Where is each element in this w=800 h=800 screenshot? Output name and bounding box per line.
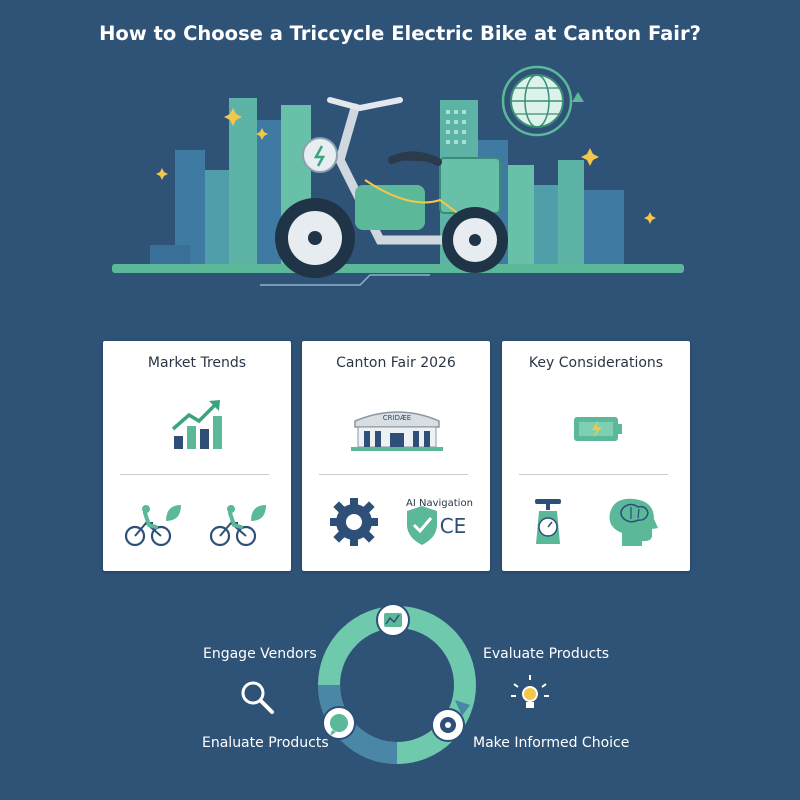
process-cycle [241, 603, 549, 764]
ai-navigation-label: AI Navigation [406, 498, 473, 509]
card-title: Key Considerations [528, 355, 664, 371]
growth-chart-icon [171, 400, 222, 449]
building-sign-text: CRIDÆE [383, 414, 411, 422]
battery-icon [574, 417, 622, 441]
electric-tricycle-icon [260, 97, 508, 286]
shield-check-icon [407, 506, 437, 545]
dashboard-icon [376, 603, 410, 637]
globe-icon [501, 65, 584, 137]
label-make-informed-choice: Make Informed Choice [473, 735, 630, 751]
sparkle-icon [156, 108, 656, 224]
card-divider [519, 474, 668, 475]
exhibition-hall-icon: CRIDÆE [351, 411, 443, 451]
label-enaluate-products: Enaluate Products [202, 735, 329, 751]
card-canton-fair: Canton Fair 2026 CRIDÆE [302, 341, 490, 571]
label-engage-vendors: Engage Vendors [203, 646, 317, 662]
chat-bubble-icon [322, 706, 356, 740]
card-divider [120, 474, 269, 475]
hero-illustration [112, 65, 684, 286]
gear-icon [330, 498, 378, 546]
cyclist-leaf-icon [209, 505, 266, 547]
lightbulb-icon [511, 675, 549, 708]
card-market-trends: Market Trends [103, 341, 291, 571]
brain-head-icon [609, 498, 658, 546]
label-evaluate-products: Evaluate Products [483, 646, 610, 662]
card-divider [319, 474, 468, 475]
gear-check-icon [431, 708, 465, 742]
card-key-considerations: Key Considerations [502, 341, 690, 571]
weighing-scale-icon [535, 499, 561, 544]
card-title: Canton Fair 2026 [336, 355, 456, 371]
page-title: How to Choose a Triccycle Electric Bike … [99, 22, 701, 45]
cyclist-leaf-icon [124, 505, 181, 547]
magnifier-icon [241, 681, 274, 714]
card-title: Market Trends [147, 355, 247, 371]
ce-mark-icon: CE [440, 514, 467, 538]
